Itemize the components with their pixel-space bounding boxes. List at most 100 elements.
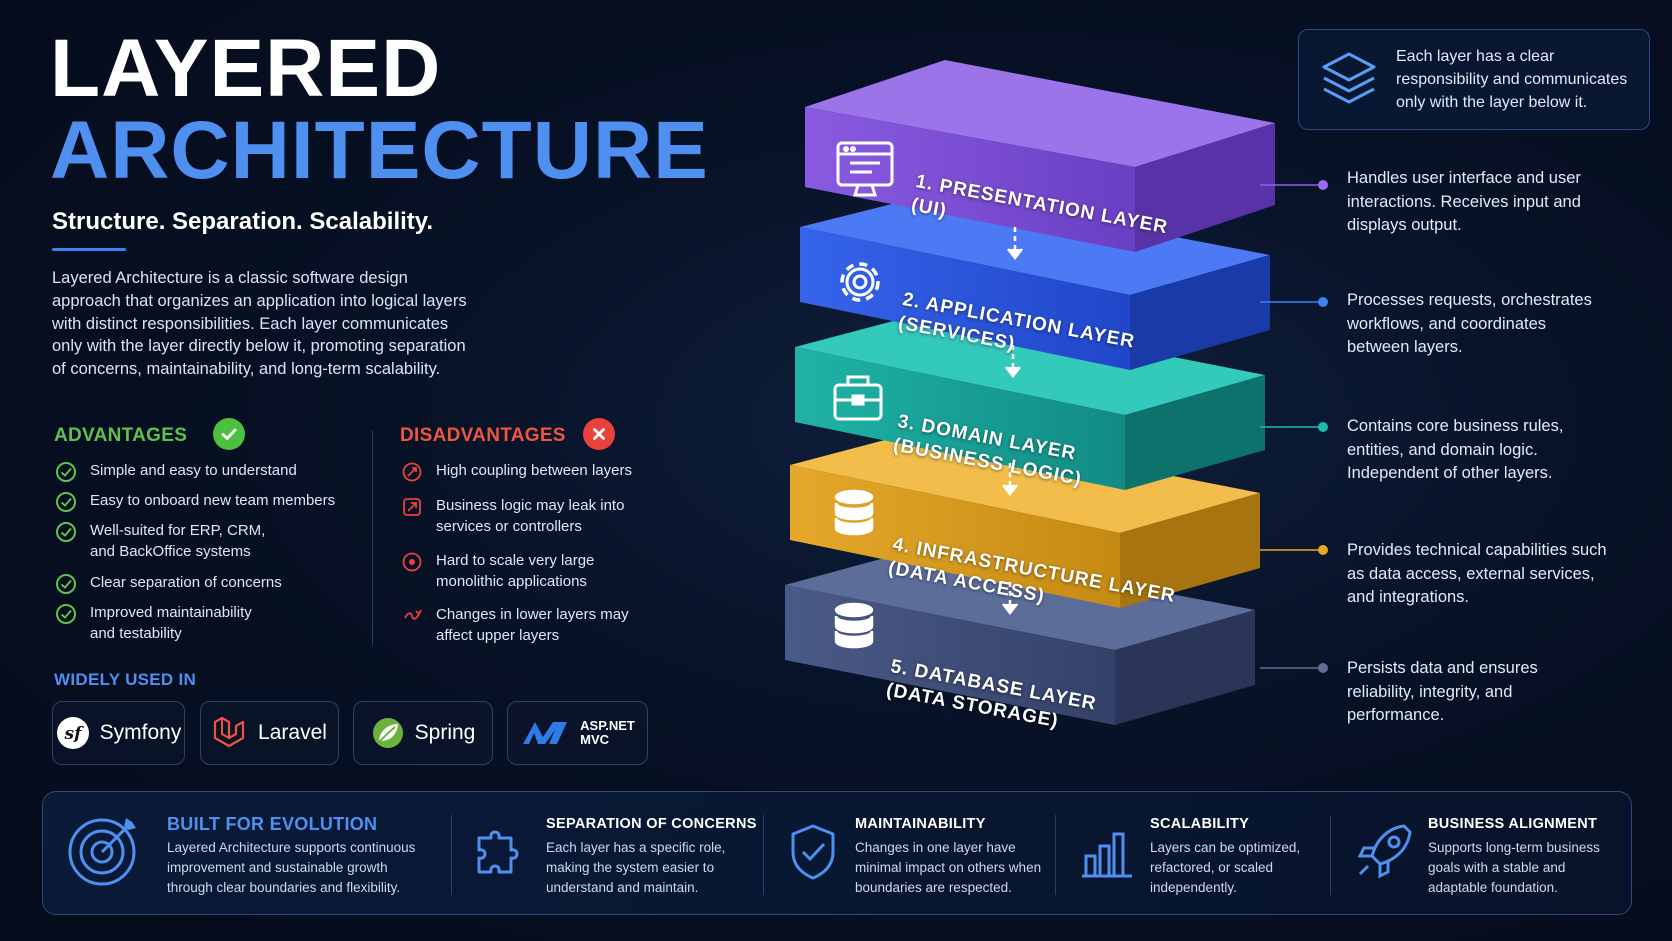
layer-block-infrastructure <box>790 428 1260 608</box>
layer-dot-infrastructure <box>1318 545 1328 555</box>
layer-dot-domain <box>1318 422 1328 432</box>
features-band <box>42 791 1632 915</box>
advantages-list: Simple and easy to understand Easy to on… <box>54 460 354 648</box>
framework-aspnet-mvc: ASP.NET MVC <box>507 701 648 765</box>
disadvantage-text: Business logic may leak into services or… <box>436 497 625 535</box>
disadvantage-text: Changes in lower layers may affect upper… <box>436 606 629 644</box>
rocket-icon <box>1357 824 1412 879</box>
advantage-item: Improved maintainability and testability <box>54 602 354 648</box>
browser-window-icon <box>836 141 894 197</box>
svg-text:sf: sf <box>63 724 84 744</box>
band-divider <box>1055 815 1056 895</box>
advantage-text: Improved maintainability and testability <box>90 604 252 642</box>
flow-arrow <box>1002 463 1018 497</box>
check-circle-icon <box>56 604 76 624</box>
flow-arrow <box>1005 345 1021 379</box>
framework-spring: Spring <box>353 701 493 765</box>
check-badge-icon <box>213 418 245 450</box>
layer-desc-infrastructure: Provides technical capabilities such as … <box>1347 541 1607 606</box>
laravel-logo-icon <box>213 716 245 748</box>
disadvantage-text: High coupling between layers <box>436 462 632 479</box>
feature-title: BUILT FOR EVOLUTION <box>167 814 378 834</box>
layer-desc-database: Persists data and ensures reliability, i… <box>1347 659 1538 724</box>
column-divider <box>372 430 373 645</box>
scale-warning-icon <box>402 552 422 572</box>
layer-dot-database <box>1318 663 1328 673</box>
advantage-item: Clear separation of concerns <box>54 572 354 602</box>
disadvantages-list: High coupling between layers Business lo… <box>400 460 660 650</box>
framework-symfony: sf Symfony <box>52 701 185 765</box>
disadvantage-item: Changes in lower layers may affect upper… <box>400 604 660 650</box>
layer-desc-application: Processes requests, orchestrates workflo… <box>1347 291 1592 356</box>
warning-circle-icon <box>402 462 422 482</box>
title-line-1: LAYERED <box>50 23 442 114</box>
briefcase-icon <box>833 375 883 421</box>
disadvantages-heading: DISADVANTAGES <box>400 425 566 446</box>
advantage-text: Easy to onboard new team members <box>90 492 336 509</box>
layer-desc-domain: Contains core business rules, entities, … <box>1347 417 1564 482</box>
disadvantage-text: Hard to scale very large monolithic appl… <box>436 552 595 590</box>
info-box <box>1298 29 1650 130</box>
gear-icon <box>840 262 880 302</box>
band-divider <box>1330 815 1331 895</box>
bar-chart-icon <box>1082 832 1132 878</box>
tagline-underline <box>52 248 126 251</box>
advantage-text: Clear separation of concerns <box>90 574 282 591</box>
x-badge-icon <box>583 418 615 450</box>
feature-title: BUSINESS ALIGNMENT <box>1428 816 1598 832</box>
leak-icon <box>403 498 421 516</box>
layer-block-application <box>800 192 1270 370</box>
check-circle-icon <box>56 522 76 542</box>
puzzle-icon <box>477 830 519 874</box>
symfony-logo-icon: sf <box>56 717 89 749</box>
database-icon <box>834 489 874 536</box>
layer-desc-presentation: Handles user interface and user interact… <box>1347 169 1581 234</box>
check-circle-icon <box>56 492 76 512</box>
check-circle-icon <box>56 574 76 594</box>
advantage-item: Easy to onboard new team members <box>54 490 354 520</box>
advantage-item: Well-suited for ERP, CRM, and BackOffice… <box>54 520 354 572</box>
layer-dot-presentation <box>1318 180 1328 190</box>
framework-label: ASP.NET MVC <box>580 718 635 747</box>
advantage-item: Simple and easy to understand <box>54 460 354 490</box>
feature-title: SCALABILITY <box>1150 816 1250 832</box>
flow-arrow <box>1007 227 1023 261</box>
feature-title: SEPARATION OF CONCERNS <box>546 816 757 832</box>
layer-stack-diagram <box>785 60 1275 725</box>
ripple-icon <box>404 609 422 620</box>
framework-label: Spring <box>414 721 476 744</box>
database-icon <box>834 602 874 649</box>
feature-desc: Changes in one layer have minimal impact… <box>855 840 1042 895</box>
feature-desc: Layers can be optimized, refactored, or … <box>1150 840 1301 895</box>
advantage-text: Simple and easy to understand <box>90 462 297 479</box>
aspnet-logo-icon <box>523 722 568 744</box>
tagline: Structure. Separation. Scalability. <box>52 208 433 235</box>
spring-logo-icon <box>372 718 403 748</box>
band-divider <box>763 815 764 895</box>
flow-arrow <box>1002 582 1018 616</box>
framework-label: Symfony <box>99 721 182 744</box>
widely-used-heading: WIDELY USED IN <box>54 670 197 689</box>
framework-label: Laravel <box>258 721 327 744</box>
layer-dot-application <box>1318 297 1328 307</box>
info-text: Each layer has a clear responsibility an… <box>1396 48 1628 111</box>
layer-block-domain <box>795 310 1265 490</box>
check-circle-icon <box>56 462 76 482</box>
shield-check-icon <box>791 824 835 880</box>
feature-desc: Supports long-term business goals with a… <box>1428 840 1600 895</box>
framework-laravel: Laravel <box>200 701 339 765</box>
disadvantage-item: Business logic may leak into services or… <box>400 495 660 550</box>
advantages-heading: ADVANTAGES <box>54 425 188 446</box>
disadvantage-item: High coupling between layers <box>400 460 660 495</box>
connector-lines <box>1260 184 1322 669</box>
feature-desc: Layered Architecture supports continuous… <box>167 840 416 895</box>
layers-icon <box>1322 52 1376 104</box>
feature-title: MAINTAINABILITY <box>855 816 986 832</box>
advantage-text: Well-suited for ERP, CRM, and BackOffice… <box>90 522 266 560</box>
feature-desc: Each layer has a specific role, making t… <box>546 840 726 895</box>
intro-paragraph: Layered Architecture is a classic softwa… <box>52 269 467 379</box>
disadvantage-item: Hard to scale very large monolithic appl… <box>400 550 660 604</box>
target-icon <box>68 818 136 886</box>
band-divider <box>451 815 452 895</box>
title-line-2: ARCHITECTURE <box>50 105 709 196</box>
